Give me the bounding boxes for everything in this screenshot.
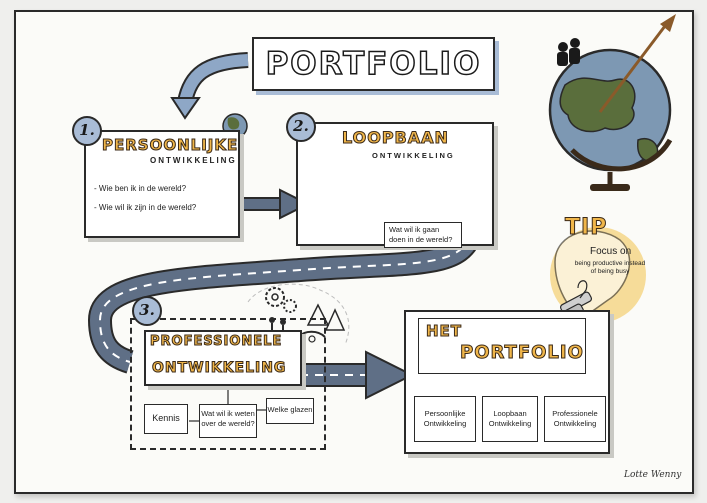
glasses-label: Welke glazen: [267, 405, 313, 414]
section-1-bullet-2: - Wie wil ik zijn in de wereld?: [94, 203, 197, 212]
tip-label: TIP: [564, 215, 608, 241]
section-3-title: PROFESSIONELE: [149, 334, 283, 350]
tree-icon: [306, 303, 346, 331]
section-persoonlijke: [84, 130, 240, 238]
section-2-step-note-text: Wat wil ik gaan doen in de wereld?: [389, 225, 453, 244]
lightbulb-icon: [545, 227, 646, 337]
knowledge-label: Kennis: [152, 413, 180, 423]
curve-arrow-head: [170, 97, 201, 120]
result-box-loopbaan: Loopbaan Ontwikkeling: [482, 396, 538, 442]
question-box: Wat wil ik weten over de wereld?: [199, 404, 257, 438]
step-number-1: 1.: [72, 116, 102, 146]
icon-cloud-outline: [247, 283, 350, 346]
result-box-1-label: Persoonlijke Ontwikkeling: [423, 409, 467, 428]
tip-line-1: Focus on: [590, 246, 632, 257]
result-title-line-1: HET: [425, 322, 463, 341]
section-3-dashed-frame: [130, 318, 326, 450]
gear-icon: [265, 287, 297, 313]
people-icon: [557, 38, 580, 66]
section-2-title: LOOPBAAN: [342, 128, 449, 148]
arrow-3-to-result-head: [365, 350, 415, 400]
road-dashes: [98, 234, 471, 363]
tip-line-2: being productive instead of being busy: [574, 260, 646, 275]
section-2-step-note: Wat wil ik gaan doen in de wereld?: [384, 222, 462, 248]
section-professionele: [144, 330, 302, 386]
page-title: PORTFOLIO: [265, 45, 482, 83]
result-title-line-2: PORTFOLIO: [460, 342, 584, 364]
result-title-box: [418, 318, 586, 374]
signature: Lotte Wenny: [624, 470, 682, 480]
result-box-3-label: Professionele Ontwikkeling: [552, 409, 598, 428]
curve-arrow: [179, 54, 249, 104]
result-box-2-label: Loopbaan Ontwikkeling: [488, 409, 532, 428]
arrow-1-to-2-head: [279, 188, 311, 220]
section-3-subtitle: ONTWIKKELING: [151, 360, 287, 377]
section-2-subtitle: ONTWIKKELING: [372, 151, 455, 160]
section-1-bullet-1: - Wie ben ik in de wereld?: [94, 184, 187, 193]
step-number-3: 3.: [132, 296, 162, 326]
result-box-professionele: Professionele Ontwikkeling: [544, 396, 606, 442]
knowledge-box: Kennis: [144, 404, 188, 434]
step-number-2: 2.: [286, 112, 316, 142]
result-box-persoonlijke: Persoonlijke Ontwikkeling: [414, 396, 476, 442]
globe-icon: [548, 14, 676, 191]
section-1-subtitle: ONTWIKKELING: [150, 156, 237, 165]
title-banner: PORTFOLIO: [252, 37, 495, 91]
section-1-title: PERSOONLIJKE: [101, 136, 239, 155]
glasses-box: Welke glazen: [266, 398, 314, 424]
question-label: Wat wil ik weten over de wereld?: [201, 409, 255, 428]
